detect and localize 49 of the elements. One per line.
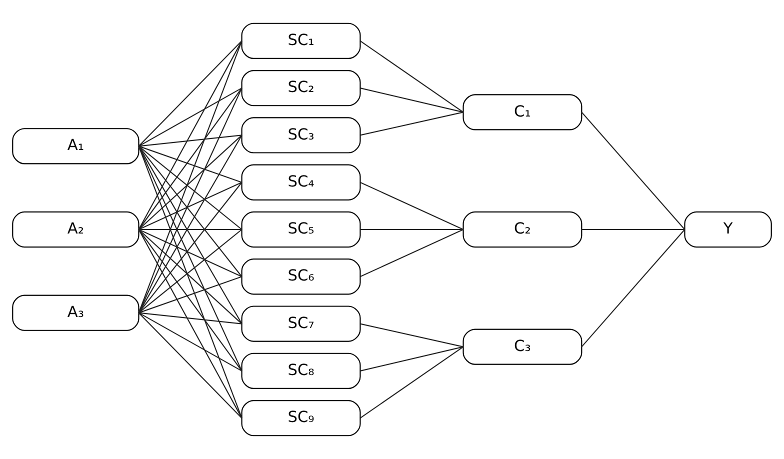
node-box: A₃ (12, 294, 140, 331)
node-box: SC₉ (241, 400, 361, 436)
connector (138, 146, 242, 183)
node-box: C₁ (462, 94, 582, 130)
connector (138, 229, 242, 418)
node-box: A₂ (12, 211, 140, 248)
connector (360, 346, 464, 419)
connector (138, 40, 242, 230)
connector (581, 229, 686, 348)
node-box: SC₄ (241, 164, 361, 200)
connector (138, 40, 242, 314)
connector (138, 88, 242, 230)
node-box: SC₇ (241, 306, 361, 342)
connector (360, 112, 464, 136)
connector (360, 228, 464, 230)
connector (360, 88, 464, 113)
connector (138, 182, 242, 314)
connector (138, 312, 242, 324)
connector (138, 134, 242, 147)
node-box: A₁ (12, 128, 140, 164)
node-box: Y (684, 211, 772, 248)
connector (360, 346, 464, 372)
node-box: C₃ (462, 328, 582, 365)
connector (138, 146, 242, 418)
connector (138, 88, 242, 314)
connector (138, 276, 242, 314)
connector (138, 312, 242, 418)
connector (360, 323, 464, 348)
connector (360, 229, 464, 278)
node-box: C₂ (462, 211, 582, 248)
connector (360, 40, 464, 113)
connector (138, 312, 242, 372)
connector (138, 229, 242, 278)
node-box: SC₂ (241, 70, 361, 106)
connector (138, 182, 242, 230)
connector (360, 182, 464, 230)
connector (582, 228, 685, 230)
node-box: SC₆ (241, 258, 361, 295)
node-box: SC₁ (241, 22, 361, 60)
connector (581, 112, 686, 230)
connector (138, 146, 242, 277)
connector (138, 40, 242, 147)
connector (138, 228, 242, 230)
node-box: SC₈ (241, 352, 361, 390)
connector (138, 146, 242, 372)
node-box: SC₃ (241, 117, 361, 154)
connector (138, 229, 242, 372)
connector (138, 88, 242, 147)
node-box: SC₅ (241, 211, 361, 248)
